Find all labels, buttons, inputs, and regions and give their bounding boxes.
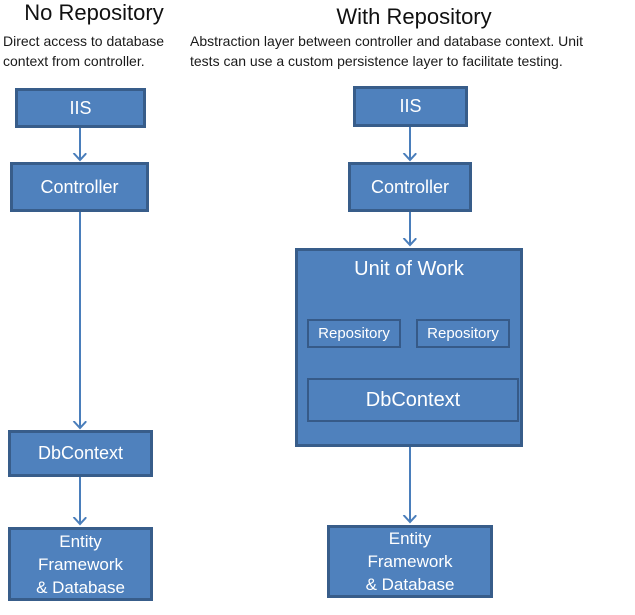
left-column-subtitle: Direct access to database context from c… [3,33,165,69]
left-controller-label: Controller [40,176,119,197]
unit-of-work-label: Unit of Work [354,258,464,280]
right-entity-framework-box: Entity Framework & Database [327,525,493,598]
repository-right-label: Repository [427,325,499,342]
right-dbcontext-label: DbContext [365,388,461,411]
right-iis-label: IIS [399,96,422,116]
repository-left-label: Repository [318,325,390,342]
left-dbcontext-box: DbContext [8,430,153,477]
repository-box-left: Repository [307,319,401,348]
right-controller-box: Controller [348,162,472,212]
left-iis-box: IIS [15,88,146,128]
left-controller-box: Controller [10,162,149,212]
right-column-subtitle: Abstraction layer between controller and… [190,33,584,69]
right-dbcontext-box: DbContext [307,378,519,422]
right-column-title: With Repository [336,4,492,29]
left-entity-framework-box: Entity Framework & Database [8,527,153,601]
right-controller-label: Controller [370,176,450,197]
right-iis-box: IIS [353,86,468,127]
left-dbcontext-label: DbContext [37,443,124,463]
right-entity-framework-label: Entity Framework & Database [365,529,455,594]
left-entity-framework-label: Entity Framework & Database [36,531,125,597]
left-column-title: No Repository [24,0,164,25]
left-iis-label: IIS [69,97,92,118]
repository-box-right: Repository [416,319,510,348]
unit-of-work-box: Unit of Work Repository Repository DbCon… [295,248,523,447]
